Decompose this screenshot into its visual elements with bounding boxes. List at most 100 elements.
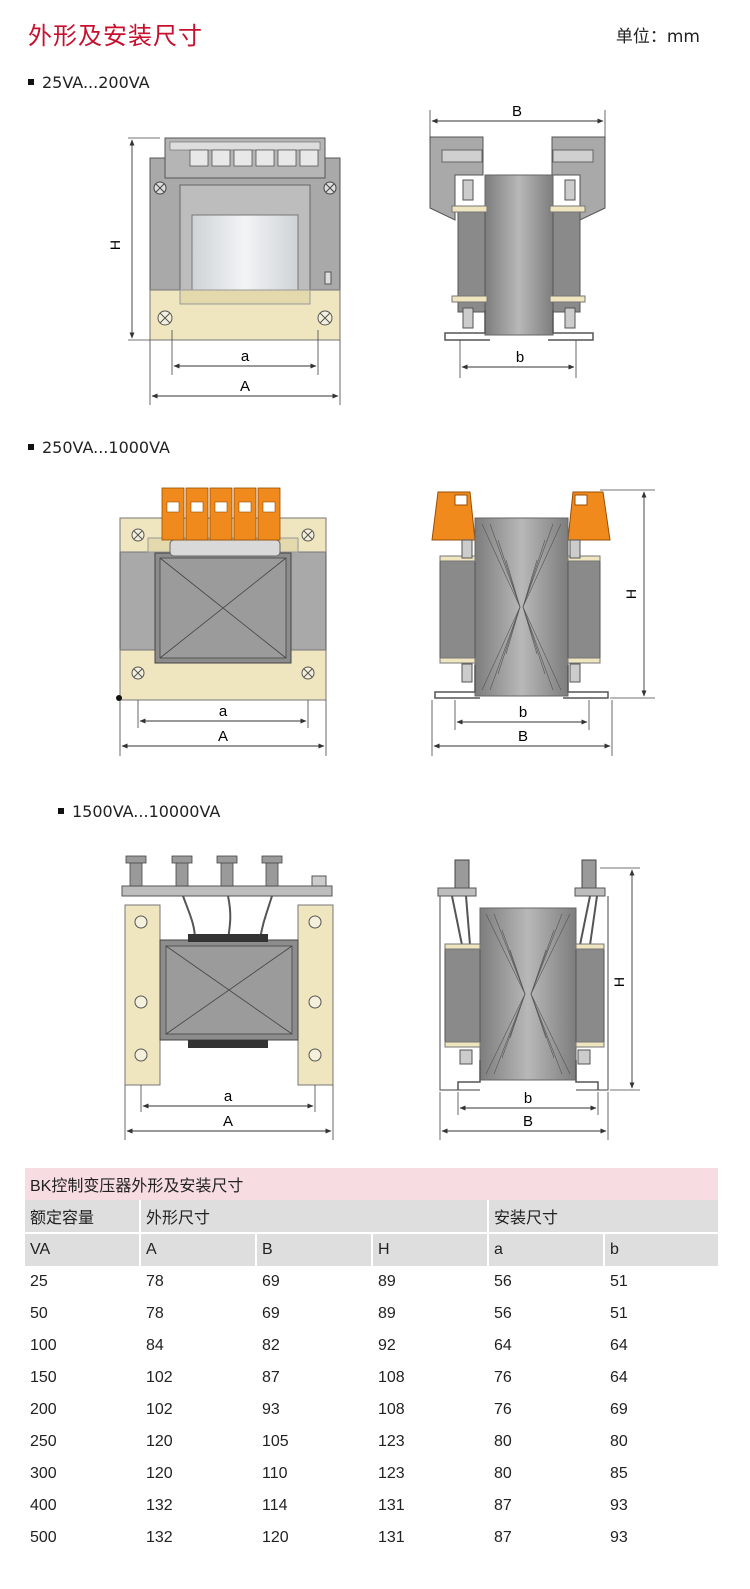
table-cell: 131 [378, 1529, 405, 1546]
dim-label-A: A [240, 378, 250, 395]
table-cell: 123 [378, 1465, 405, 1482]
table-cell: 76 [494, 1369, 512, 1386]
table-cell: 50 [30, 1305, 48, 1322]
table-cell: 131 [378, 1497, 405, 1514]
table-cell: 105 [262, 1433, 289, 1450]
table-row: 400 132 114 131 87 93 [25, 1490, 718, 1522]
col-header-a: a [489, 1232, 605, 1266]
table-cell: 92 [378, 1337, 396, 1354]
drawing-small-side: B b [429, 103, 606, 378]
dim-label-A: A [218, 728, 228, 745]
table-cell: 78 [146, 1273, 164, 1290]
table-cell: 87 [494, 1497, 512, 1514]
table-cell: 85 [610, 1465, 628, 1482]
bullet-icon [58, 807, 64, 814]
table-cell: 102 [146, 1369, 173, 1386]
table-cell: 108 [378, 1401, 405, 1418]
table-cell: 84 [146, 1337, 164, 1354]
table-caption: BK控制变压器外形及安装尺寸 [25, 1168, 718, 1200]
table-cell: 120 [146, 1433, 173, 1450]
table-cell: 69 [610, 1401, 628, 1418]
dim-label-B: B [512, 103, 522, 120]
table-cell: 93 [610, 1529, 628, 1546]
table-row: 50 78 69 89 56 51 [25, 1298, 718, 1330]
table-cell: 64 [494, 1337, 512, 1354]
dim-label-h: H [107, 240, 123, 250]
table-cell: 78 [146, 1305, 164, 1322]
table-cell: 25 [30, 1273, 48, 1290]
col-header-H: H [373, 1232, 489, 1266]
table-caption-row: BK控制变压器外形及安装尺寸 [25, 1168, 718, 1200]
table-cell: 102 [146, 1401, 173, 1418]
table-cell: 56 [494, 1273, 512, 1290]
table-cell: 69 [262, 1273, 280, 1290]
col-header-va: VA [25, 1232, 141, 1266]
drawing-large-side: H b B [437, 859, 640, 1140]
table-cell: 132 [146, 1529, 173, 1546]
table-cell: 80 [494, 1433, 512, 1450]
page-title: 外形及安装尺寸 [28, 22, 203, 50]
table-row: 250 120 105 123 80 80 [25, 1426, 718, 1458]
dim-label-b: b [524, 1090, 532, 1107]
dim-label-a: a [219, 703, 228, 720]
dim-label-h: H [611, 977, 627, 987]
table-cell: 120 [146, 1465, 173, 1482]
table-cell: 87 [494, 1529, 512, 1546]
dim-label-h: H [623, 589, 639, 599]
group-header-capacity: 额定容量 [25, 1200, 141, 1232]
section-label-small: 25VA...200VA [28, 73, 150, 92]
dim-label-A: A [223, 1113, 233, 1130]
dimension-drawings: H a A B b [107, 103, 655, 1140]
table-cell: 150 [30, 1369, 57, 1386]
table-row: 100 84 82 92 64 64 [25, 1330, 718, 1362]
table-cell: 80 [610, 1433, 628, 1450]
drawing-large-front: a A [121, 855, 334, 1140]
table-cell: 80 [494, 1465, 512, 1482]
dim-label-a: a [224, 1088, 233, 1105]
col-header-B: B [257, 1232, 373, 1266]
table-cell: 123 [378, 1433, 405, 1450]
table-cell: 56 [494, 1305, 512, 1322]
table-column-header-row: VA A B H a b [25, 1232, 718, 1266]
table-cell: 250 [30, 1433, 57, 1450]
table-cell: 110 [262, 1465, 288, 1482]
dim-label-B: B [523, 1113, 533, 1130]
dim-label-B: B [518, 728, 528, 745]
table-cell: 64 [610, 1337, 628, 1354]
dim-label-b: b [519, 704, 527, 721]
table-group-header-row: 额定容量 外形尺寸 安装尺寸 [25, 1200, 718, 1232]
col-header-b: b [605, 1232, 718, 1266]
table-cell: 300 [30, 1465, 57, 1482]
table-cell: 76 [494, 1401, 512, 1418]
table-cell: 89 [378, 1305, 396, 1322]
table-cell: 89 [378, 1273, 396, 1290]
table-cell: 69 [262, 1305, 280, 1322]
table-cell: 400 [30, 1497, 57, 1514]
table-cell: 200 [30, 1401, 57, 1418]
table-cell: 64 [610, 1369, 628, 1386]
table-cell: 114 [262, 1497, 288, 1514]
drawing-small-front: H a A [107, 137, 341, 405]
group-header-outline: 外形尺寸 [141, 1200, 489, 1232]
table-row: 300 120 110 123 80 85 [25, 1458, 718, 1490]
table-cell: 132 [146, 1497, 173, 1514]
dim-label-a: a [241, 348, 250, 365]
drawing-medium-front: a A [116, 487, 327, 756]
table-cell: 93 [610, 1497, 628, 1514]
spec-table: BK控制变压器外形及安装尺寸 额定容量 外形尺寸 安装尺寸 VA A B H a… [25, 1168, 718, 1554]
drawing-medium-side: H b B [431, 489, 655, 756]
unit-label: 单位：mm [615, 27, 700, 47]
section-label-medium: 250VA...1000VA [28, 438, 170, 457]
bullet-icon [28, 78, 34, 85]
group-header-mounting: 安装尺寸 [489, 1200, 718, 1232]
dim-label-b: b [516, 349, 524, 366]
table-cell: 82 [262, 1337, 280, 1354]
table-cell: 51 [610, 1305, 628, 1322]
table-cell: 500 [30, 1529, 57, 1546]
table-cell: 100 [30, 1337, 57, 1354]
